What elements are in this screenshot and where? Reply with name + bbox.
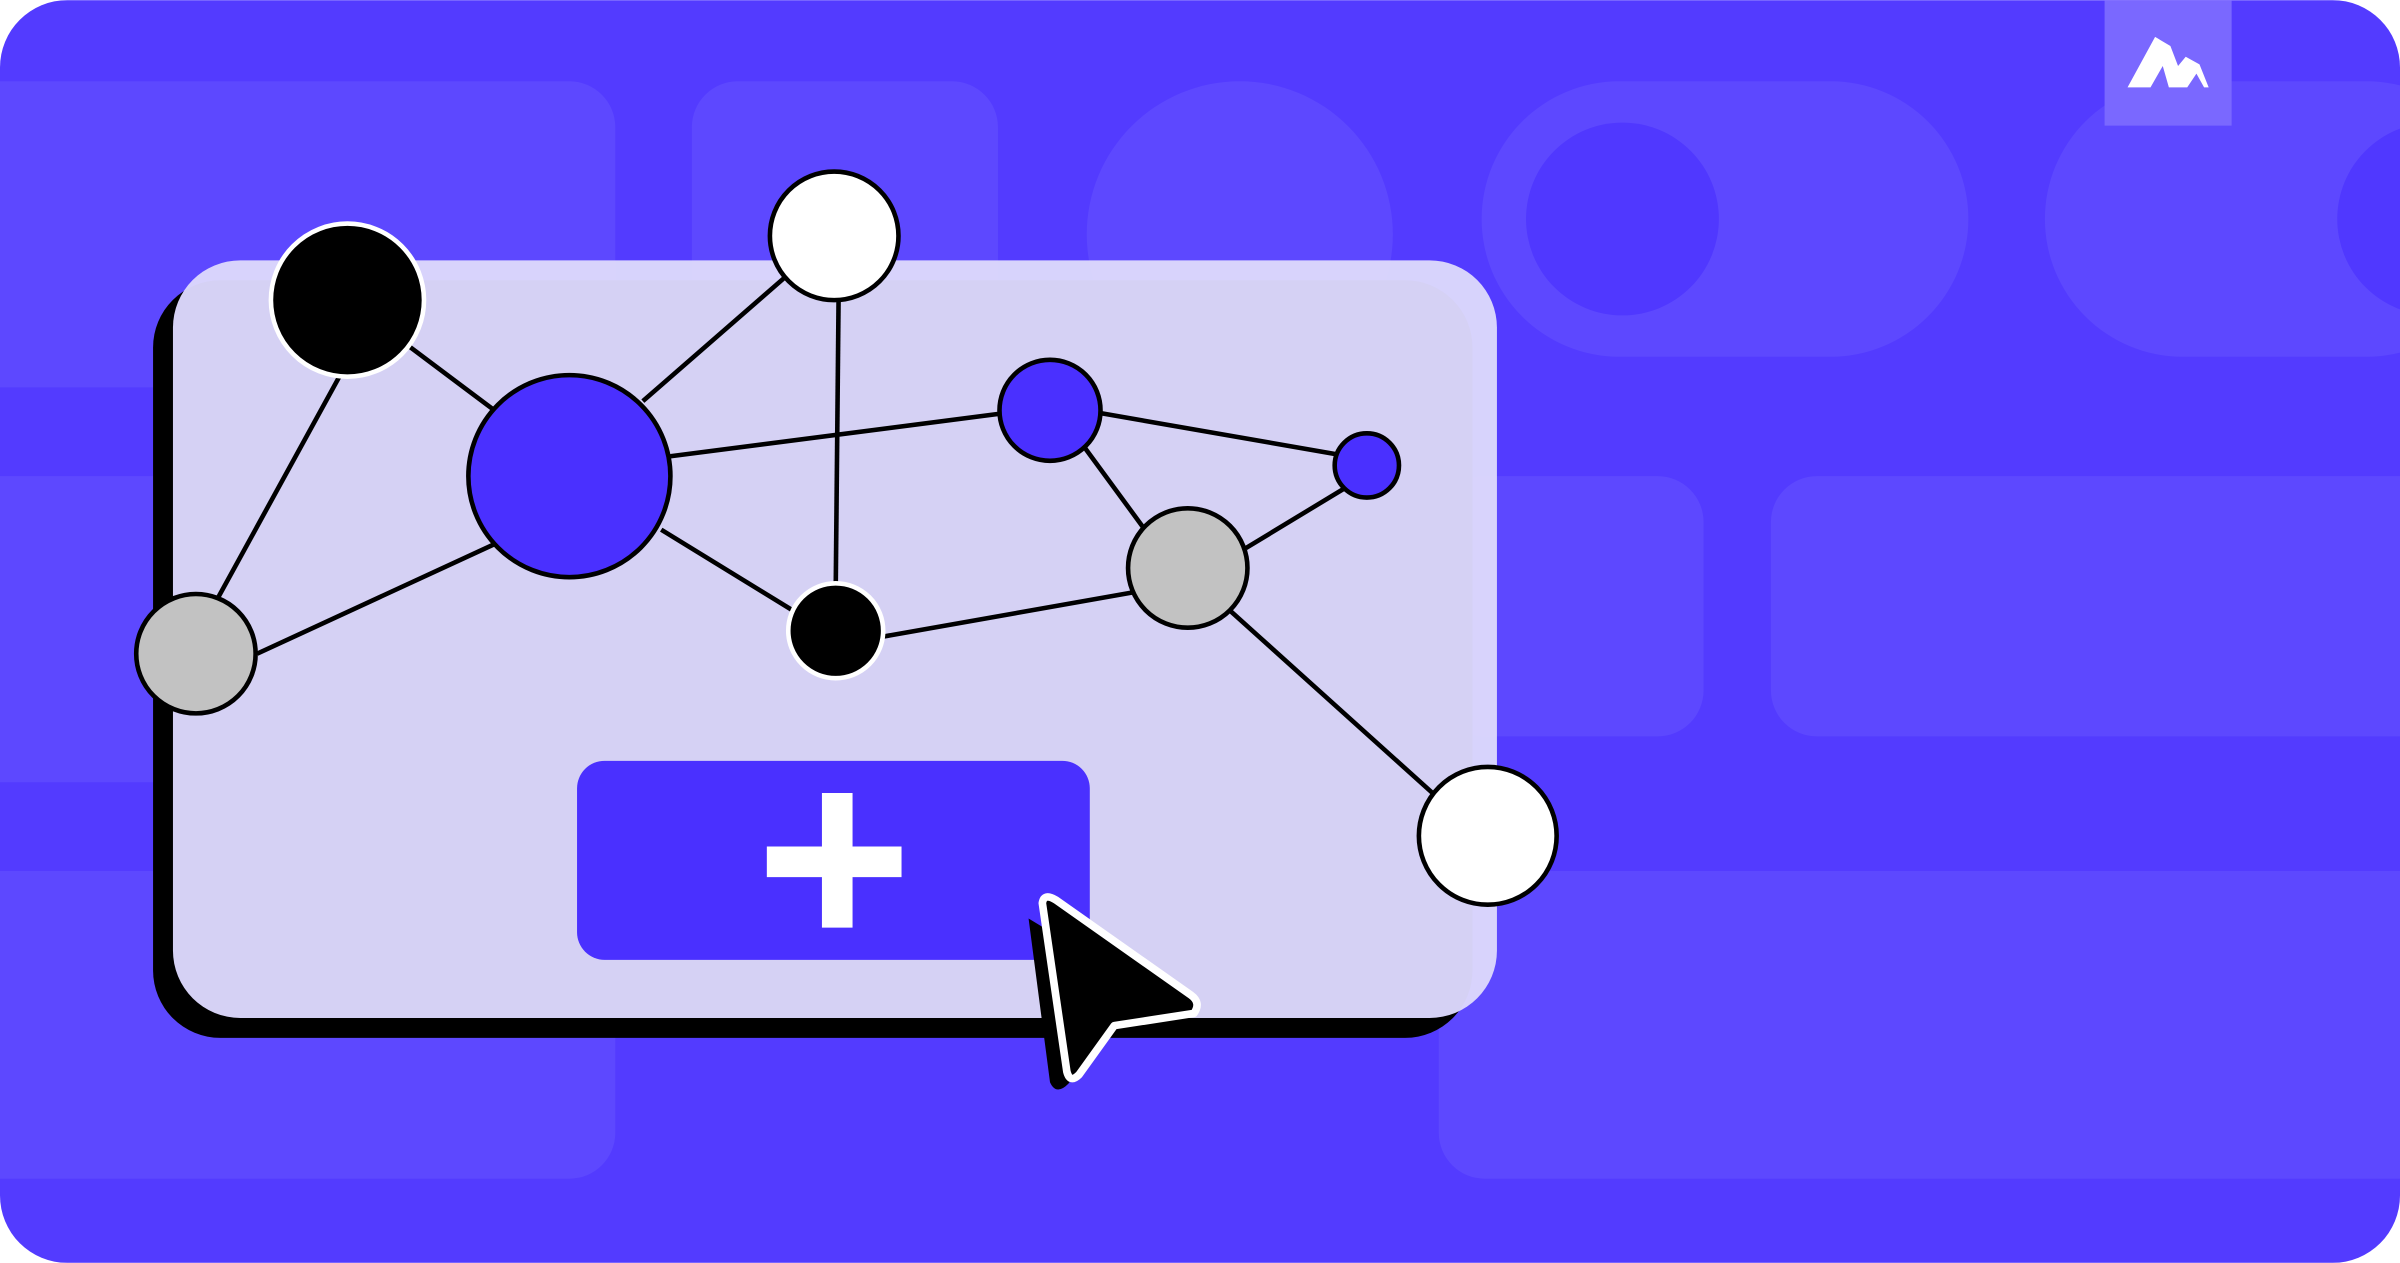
graph-edge <box>256 532 517 656</box>
graph-edge <box>660 527 798 615</box>
graph-edge <box>670 411 1003 459</box>
graph-node <box>767 169 901 303</box>
graph-nodes <box>133 169 1559 908</box>
panel-circle <box>2337 122 2400 316</box>
mountain-logo-icon <box>2127 36 2209 88</box>
graph-node <box>1125 505 1250 630</box>
graph-node <box>1332 430 1402 500</box>
graph-edges <box>204 264 1452 810</box>
plus-icon <box>766 792 902 928</box>
logo-tile <box>2104 0 2232 126</box>
graph-node <box>785 580 886 681</box>
graph-edge <box>881 585 1160 640</box>
graph-edge <box>641 264 799 403</box>
graph-edge <box>1216 598 1452 810</box>
graph-node <box>997 357 1103 464</box>
graph-node <box>268 221 427 379</box>
graph-edge <box>1075 436 1147 532</box>
add-button[interactable] <box>577 760 1090 960</box>
panel-circle <box>1526 122 1719 316</box>
graph-node <box>133 591 258 716</box>
mouse-pointer-icon <box>1028 893 1201 1090</box>
graph-edge <box>204 366 347 620</box>
graph-edge <box>1244 484 1349 551</box>
graph-node <box>466 372 673 580</box>
graph-node <box>1416 764 1559 908</box>
graph-edge <box>1101 411 1340 457</box>
